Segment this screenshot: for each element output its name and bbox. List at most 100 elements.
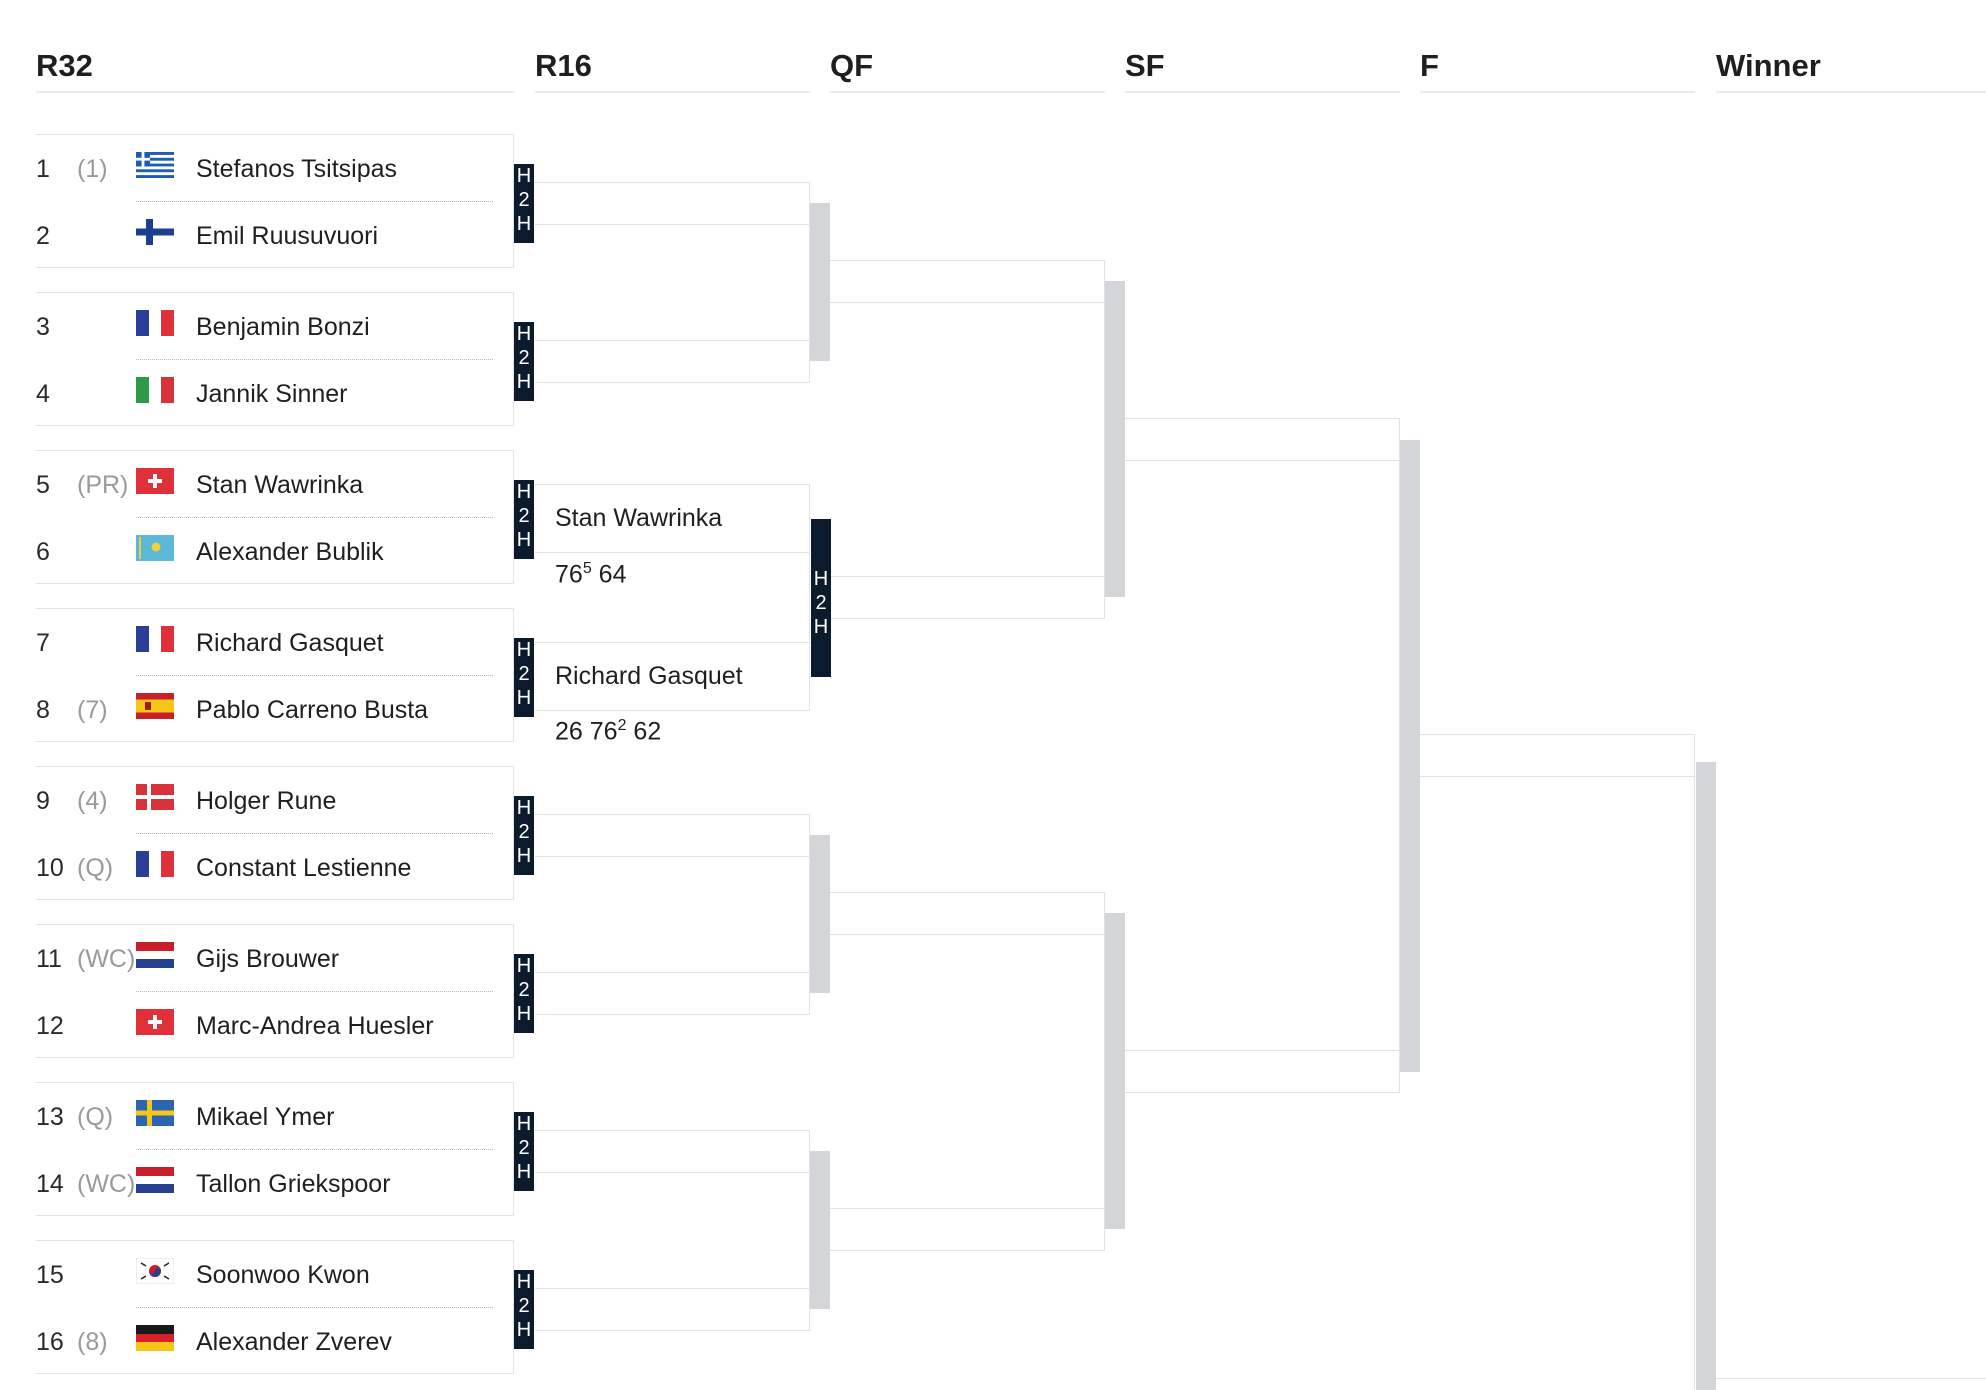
denmark-flag-icon [136,784,174,810]
player-name[interactable]: Alexander Bublik [196,538,384,566]
connector-line [830,1250,1105,1251]
player-row[interactable]: 9(4)Holger Rune [36,767,513,833]
bracket-bar [1400,440,1420,1072]
h2h-letter: H [516,639,532,661]
r16-match-divider [535,642,810,643]
player-name[interactable]: Stefanos Tsitsipas [196,155,398,183]
connector-line [535,340,810,341]
h2h-letter: H [516,687,532,709]
header-divider [36,91,514,93]
connector-line [809,1130,810,1330]
player-name[interactable]: Holger Rune [196,787,337,815]
draw-position: 15 [36,1261,64,1289]
player-name[interactable]: Stan Wawrinka [196,471,364,499]
connector-line [535,182,810,183]
france-flag-icon [136,851,174,877]
row-separator [136,991,493,992]
switzerland-flag-icon [136,1009,174,1035]
row-separator [136,201,493,202]
r16-score-set2: 64 [591,560,627,589]
connector-line [535,1330,810,1331]
bracket-bar [1105,913,1125,1229]
r16-score-set1: 76 [555,560,583,589]
spain-flag-icon [136,693,174,719]
round-header-qf: QF [830,48,874,83]
player-row[interactable]: 1(1)Stefanos Tsitsipas [36,135,513,201]
player-row[interactable]: 15 Soonwoo Kwon [36,1241,513,1307]
draw-position: 1 [36,155,50,183]
france-flag-icon [136,310,174,336]
h2h-letter: H [516,955,532,977]
h2h-button[interactable]: H 2 H [811,519,831,677]
r16-player-name: Stan Wawrinka [555,504,723,532]
connector-line [830,892,1105,893]
h2h-letter: 2 [518,1137,530,1159]
r32-match: 15 Soonwoo Kwon 16(8)Alexander Zverev [36,1240,514,1374]
r16-row-divider [535,552,810,553]
h2h-letter: H [516,1113,532,1135]
draw-position: 14 [36,1170,64,1198]
player-row[interactable]: 5(PR)Stan Wawrinka [36,451,513,517]
r16-match-top-border [535,484,810,485]
player-name[interactable]: Jannik Sinner [196,380,348,408]
player-name[interactable]: Pablo Carreno Busta [196,696,429,724]
player-name[interactable]: Soonwoo Kwon [196,1261,370,1289]
player-row[interactable]: 8(7)Pablo Carreno Busta [36,676,513,742]
draw-position: 9 [36,787,50,815]
connector-line [535,1014,810,1015]
connector-line [830,1208,1105,1209]
player-name[interactable]: Tallon Griekspoor [196,1170,391,1198]
connector-line [830,260,1105,261]
connector-line [1104,892,1105,1250]
player-row[interactable]: 7 Richard Gasquet [36,609,513,675]
player-row[interactable]: 16(8)Alexander Zverev [36,1308,513,1374]
player-row[interactable]: 10(Q)Constant Lestienne [36,834,513,900]
player-name[interactable]: Emil Ruusuvuori [196,222,379,250]
player-name[interactable]: Marc-Andrea Huesler [196,1012,434,1040]
draw-position: 5 [36,471,50,499]
player-name[interactable]: Benjamin Bonzi [196,313,370,341]
connector-line [535,972,810,973]
player-row[interactable]: 13(Q)Mikael Ymer [36,1083,513,1149]
h2h-letter: H [516,529,532,551]
greece-flag-icon [136,152,174,178]
round-header-r16: R16 [535,48,592,83]
h2h-letter: 2 [518,1295,530,1317]
row-separator [136,675,493,676]
player-name[interactable]: Alexander Zverev [196,1328,392,1356]
player-row[interactable]: 14(WC)Tallon Griekspoor [36,1150,513,1216]
player-name[interactable]: Richard Gasquet [196,629,384,657]
row-separator [136,517,493,518]
h2h-letter: H [516,165,532,187]
header-divider [535,91,810,93]
italy-flag-icon [136,377,174,403]
r16-player-name: Richard Gasquet [555,662,743,690]
germany-flag-icon [136,1325,174,1351]
connector-line [830,618,1105,619]
h2h-letter: H [516,371,532,393]
connector-line [535,224,810,225]
player-name[interactable]: Gijs Brouwer [196,945,340,973]
player-row[interactable]: 11(WC)Gijs Brouwer [36,925,513,991]
player-name[interactable]: Mikael Ymer [196,1103,335,1131]
player-name[interactable]: Constant Lestienne [196,854,412,882]
header-divider [1125,91,1400,93]
draw-position: 7 [36,629,50,657]
